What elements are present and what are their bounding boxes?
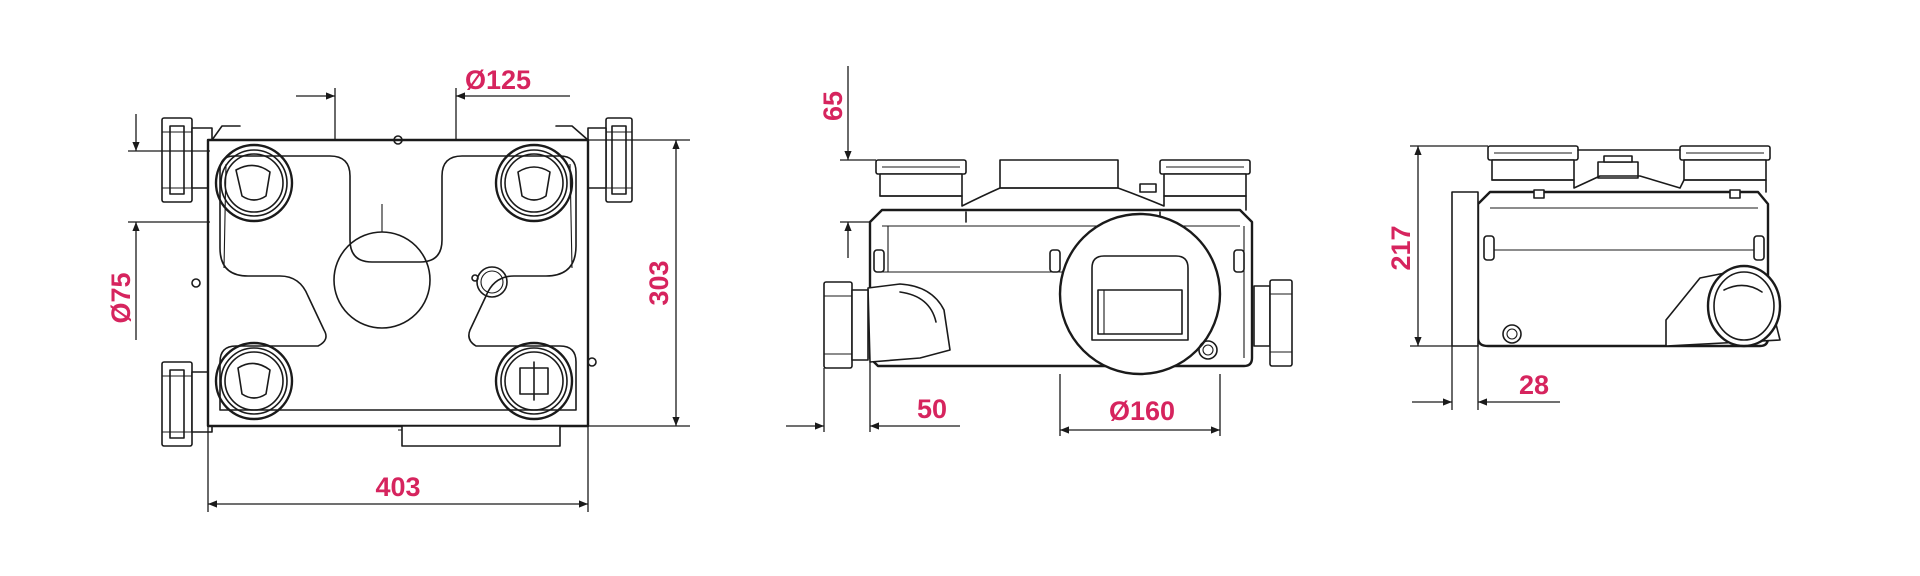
side-wall-plate	[1451, 191, 1479, 347]
label-height-217: 217	[1386, 225, 1416, 270]
label-width-403: 403	[375, 472, 420, 502]
label-depth-303: 303	[644, 260, 674, 305]
dimension-port: Ø75	[106, 114, 210, 340]
port-left-lower	[161, 361, 213, 447]
label-port-75: Ø75	[106, 272, 136, 323]
front-spigot-right	[1159, 159, 1251, 197]
label-duct-160: Ø160	[1109, 396, 1175, 426]
dimension-depth: 303	[588, 139, 690, 427]
port-ring-bottom-right	[494, 341, 574, 421]
front-duct-160	[1058, 212, 1222, 376]
label-offset-28: 28	[1519, 370, 1549, 400]
side-view: 217 28	[1386, 145, 1782, 410]
bottom-spigot	[401, 425, 561, 447]
front-view: 65 50 Ø160	[786, 66, 1293, 436]
unit-body-top	[206, 138, 590, 428]
port-ring-top-left	[214, 143, 294, 223]
port-ring-bottom-left	[214, 341, 294, 421]
port-ring-top-right	[494, 143, 574, 223]
top-view: Ø125 Ø75 303 403	[106, 65, 690, 512]
front-spigot-left	[875, 159, 967, 197]
front-elbow-left	[867, 283, 951, 363]
label-duct-125: Ø125	[465, 65, 531, 95]
dimension-side-height: 217	[1386, 145, 1488, 347]
label-height-65: 65	[818, 91, 848, 121]
dimension-side-offset: 28	[1412, 346, 1560, 410]
dimension-width: 403	[207, 426, 589, 512]
side-elbow-port	[1706, 264, 1782, 348]
dimension-front-height: 65	[818, 66, 876, 258]
front-center-block	[999, 159, 1119, 189]
port-right-upper	[555, 117, 633, 203]
dimension-front-duct: Ø160	[1059, 374, 1221, 436]
label-offset-50: 50	[917, 394, 947, 424]
dimension-top-duct: Ø125	[296, 65, 570, 140]
dimension-front-offset: 50	[786, 362, 960, 432]
